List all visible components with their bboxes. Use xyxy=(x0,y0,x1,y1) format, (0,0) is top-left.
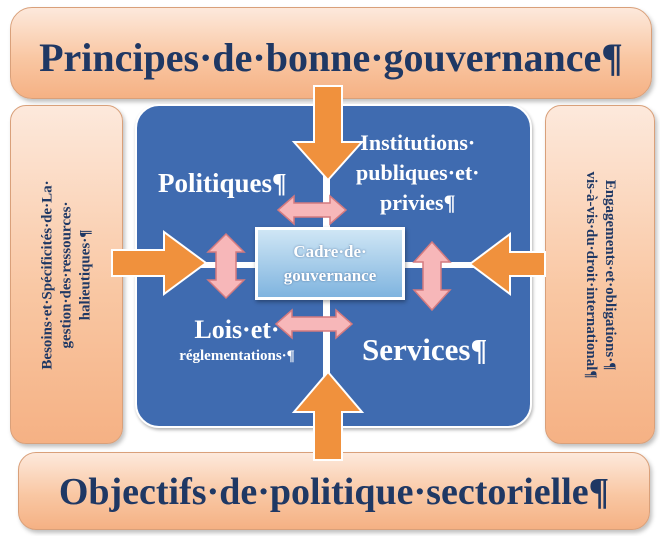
institutions-label: Institutions· publiques·et· privies¶ xyxy=(356,128,480,218)
services-label: Services¶ xyxy=(362,332,488,367)
bottom-banner-title: Objectifs·de·politique·sectorielle¶ xyxy=(58,471,610,513)
double-arrow-horizontal-icon xyxy=(276,194,348,226)
arrow-up-icon xyxy=(291,370,365,461)
center-line: Cadre·de· xyxy=(293,242,367,261)
reglementations-line: réglementations·¶ xyxy=(179,348,295,364)
arrow-down-icon xyxy=(291,85,365,182)
top-banner: Principes·de·bonne·gouvernance¶ xyxy=(10,7,652,99)
left-panel: Besoins·et·Spécificités·de·La· gestion·d… xyxy=(10,105,123,444)
double-arrow-horizontal-icon xyxy=(274,308,354,340)
center-line: gouvernance xyxy=(283,266,377,285)
double-arrow-vertical-icon xyxy=(412,240,452,312)
right-panel: Engagements·et·obligations·¶ vis-à-vis·d… xyxy=(545,105,655,444)
institutions-line: Institutions· xyxy=(360,130,476,155)
top-banner-title: Principes·de·bonne·gouvernance¶ xyxy=(39,35,623,80)
arrow-right-icon xyxy=(111,230,208,296)
lois-line: Lois·et· xyxy=(194,315,280,344)
institutions-line: publiques·et· xyxy=(356,160,480,185)
lois-label: Lois·et· réglementations·¶ xyxy=(152,315,322,367)
institutions-line: privies¶ xyxy=(380,190,456,215)
politiques-label: Politiques¶ xyxy=(158,168,287,198)
bottom-banner: Objectifs·de·politique·sectorielle¶ xyxy=(18,452,650,530)
double-arrow-vertical-icon xyxy=(206,232,246,300)
arrow-left-icon xyxy=(468,232,546,296)
center-box: Cadre·de· gouvernance xyxy=(255,227,405,300)
